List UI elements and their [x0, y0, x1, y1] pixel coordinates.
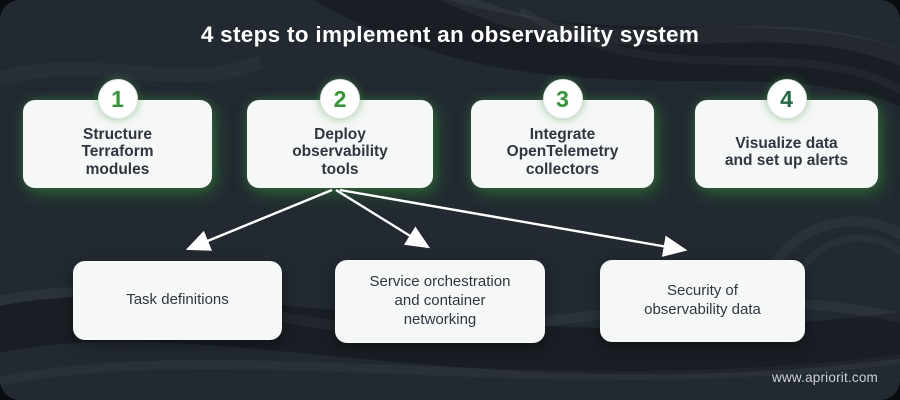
step-1-number-badge: 1: [97, 79, 138, 119]
step-3-number: 3: [556, 85, 569, 112]
sub-item-2-label: Service orchestration and container netw…: [369, 273, 511, 328]
step-card-4: 4 Visualize data and set up alerts: [695, 79, 878, 188]
page-title: 4 steps to implement an observability sy…: [200, 22, 700, 47]
website-url: www.apriorit.com: [772, 370, 878, 385]
step-4-label: Visualize data and set up alerts: [724, 134, 849, 169]
sub-item-1-label: Task definitions: [126, 291, 229, 309]
sub-item-card-security: Security of observability data: [600, 260, 805, 342]
step-4-number: 4: [780, 85, 793, 112]
sub-item-card-service-orchestration: Service orchestration and container netw…: [335, 260, 545, 343]
step-card-1: 1 Structure Terraform modules: [23, 79, 212, 188]
step-2-number-badge: 2: [320, 79, 360, 119]
step-2-number: 2: [333, 85, 347, 112]
step-card-2: 2 Deploy observability tools: [247, 79, 433, 188]
step-3-number-badge: 3: [542, 79, 583, 119]
step-3-label: Integrate OpenTelemetry collectors: [506, 125, 619, 178]
step-1-label: Structure Terraform modules: [81, 125, 154, 178]
step-4-number-badge: 4: [766, 79, 807, 119]
step-card-3: 3 Integrate OpenTelemetry collectors: [471, 79, 654, 188]
step-2-label: Deploy observability tools: [292, 125, 388, 178]
sub-item-card-task-definitions: Task definitions: [73, 261, 282, 340]
sub-item-3-label: Security of observability data: [644, 282, 761, 318]
step-1-number: 1: [111, 85, 124, 112]
